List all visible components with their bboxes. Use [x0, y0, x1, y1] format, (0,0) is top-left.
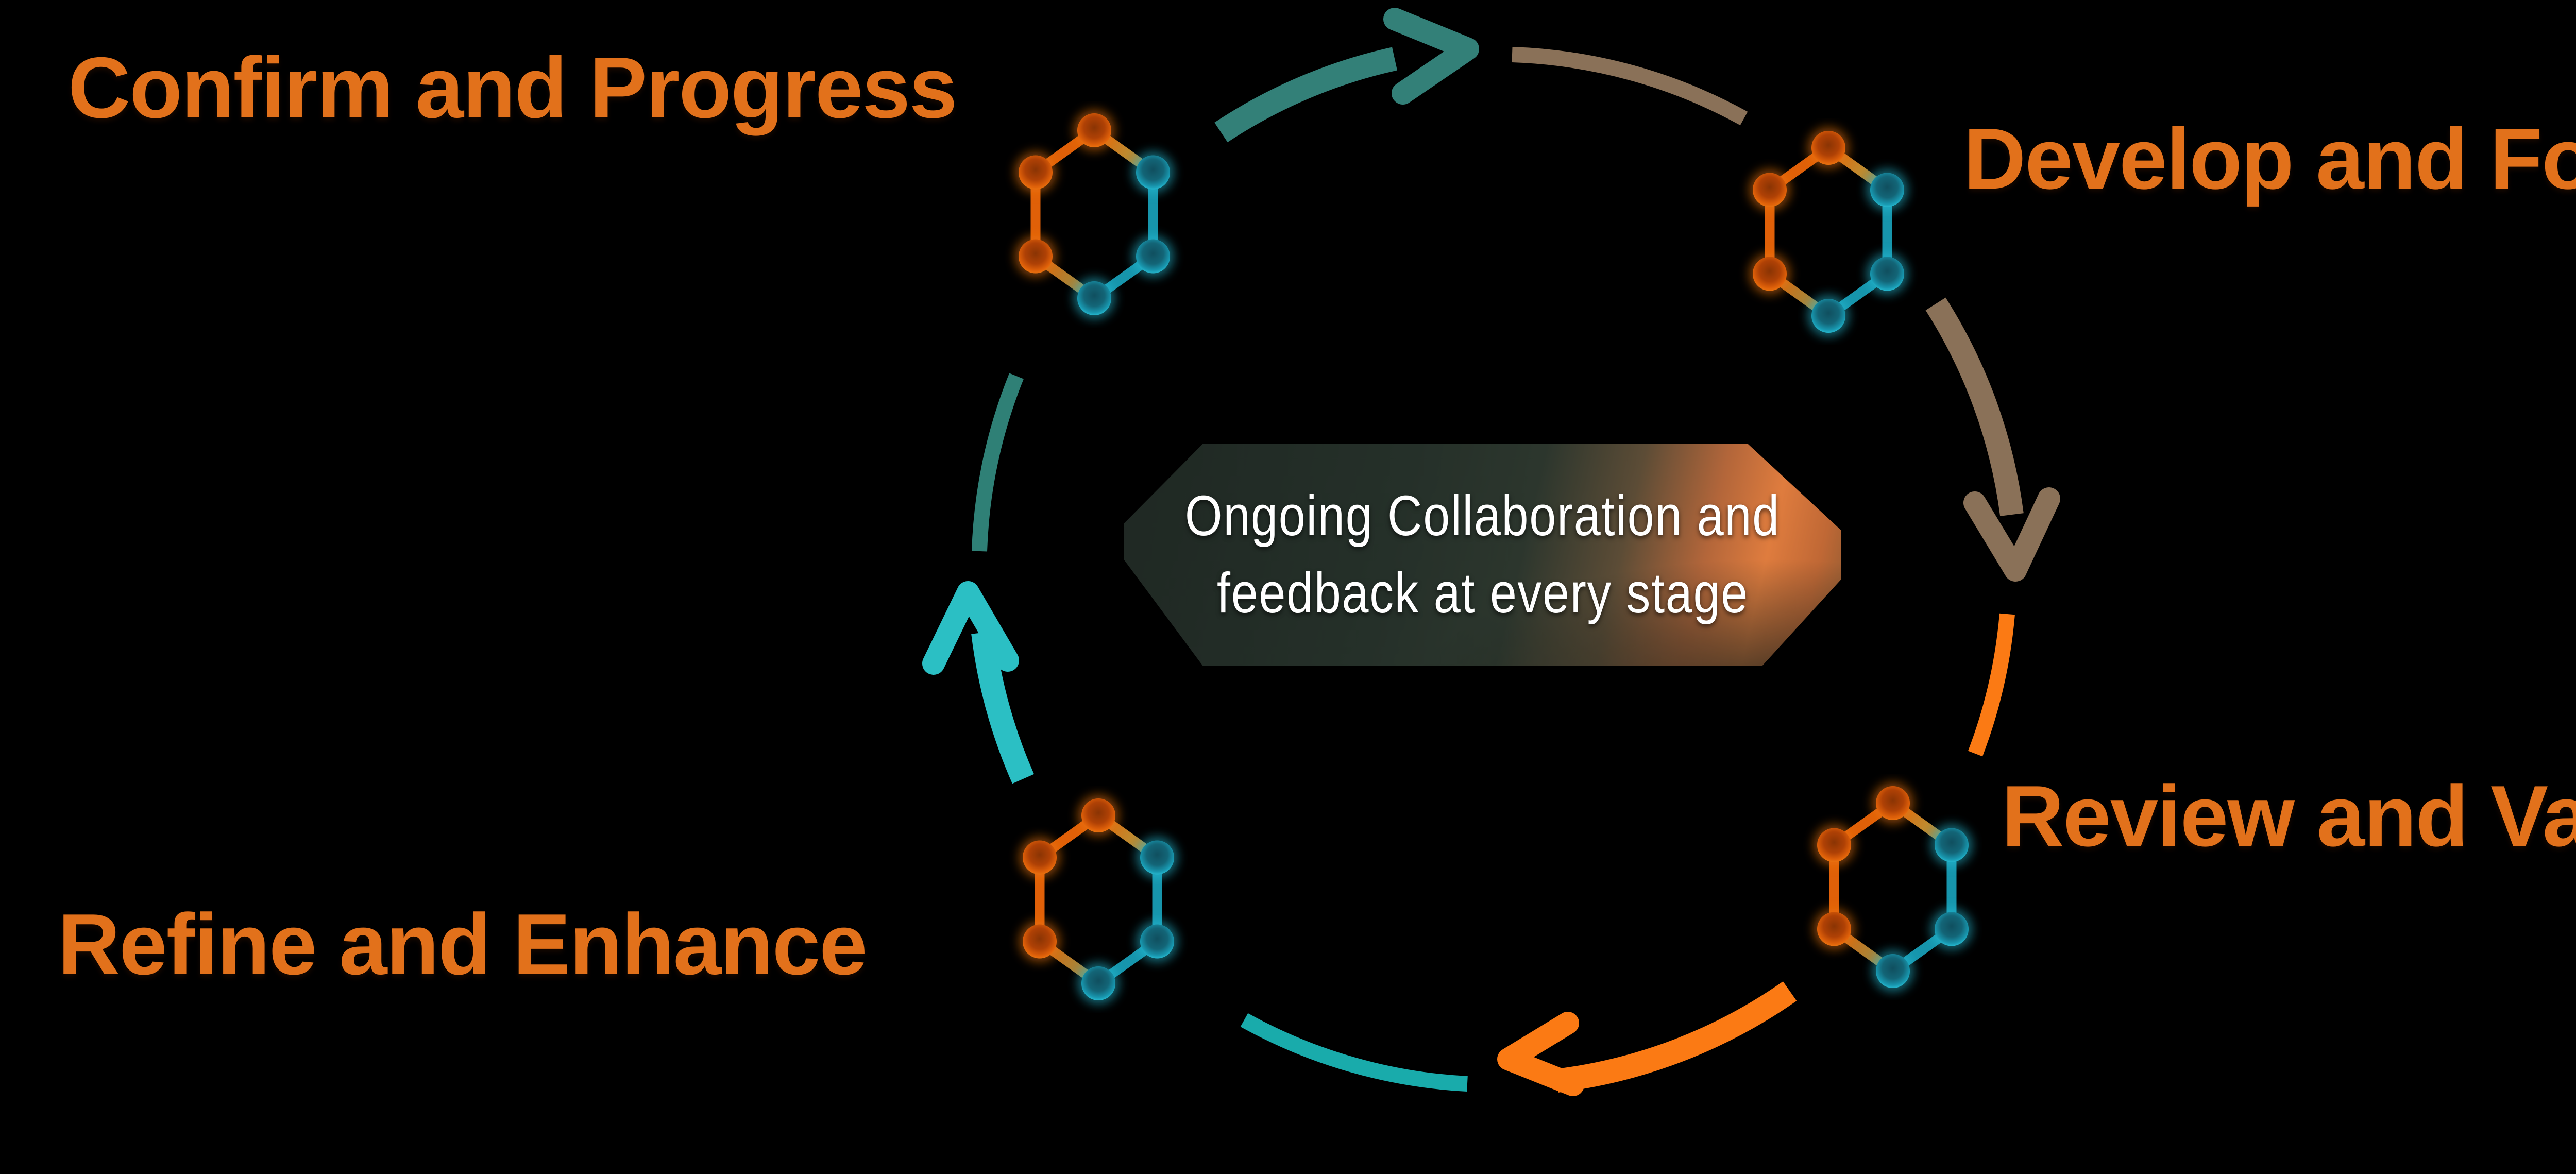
molecule-icon — [1002, 101, 1187, 328]
stage-label-confirm-and-progress: Confirm and Progress — [68, 39, 957, 136]
arrow-brown-right — [1925, 297, 2024, 516]
molecule-icon — [1800, 774, 1986, 1000]
stage-label-refine-and-enhance: Refine and Enhance — [58, 896, 868, 993]
arrow-dark-teal-top — [1214, 47, 1397, 143]
arrowhead-dark-teal-top-icon — [1383, 8, 1479, 105]
arc-brown-top-right — [1512, 47, 1748, 126]
arrowhead-brown-right-icon — [1963, 487, 2060, 582]
center-label-line2: feedback at every stage — [1216, 562, 1749, 625]
arc-dark-teal-upper-left — [972, 373, 1024, 552]
arrow-orange-bottom — [1555, 981, 1797, 1093]
center-hexagon-plate: Ongoing Collaboration and feedback at ev… — [1124, 444, 1841, 666]
stage-label-develop-and-formulate: Develop and Formulate — [1963, 110, 2576, 207]
arc-teal-bottom-left — [1240, 1013, 1468, 1092]
center-label-line1: Ongoing Collaboration and — [1185, 484, 1780, 548]
arrowhead-orange-bottom-icon — [1497, 1012, 1584, 1096]
molecule-icon — [1006, 786, 1191, 1013]
arrowhead-teal-left-icon — [922, 581, 1019, 675]
arc-orange-right — [1968, 613, 2015, 757]
stage-label-review-and-validate: Review and Validate — [2002, 768, 2576, 864]
molecule-icon — [1736, 118, 1921, 345]
arrow-teal-left — [971, 631, 1035, 784]
